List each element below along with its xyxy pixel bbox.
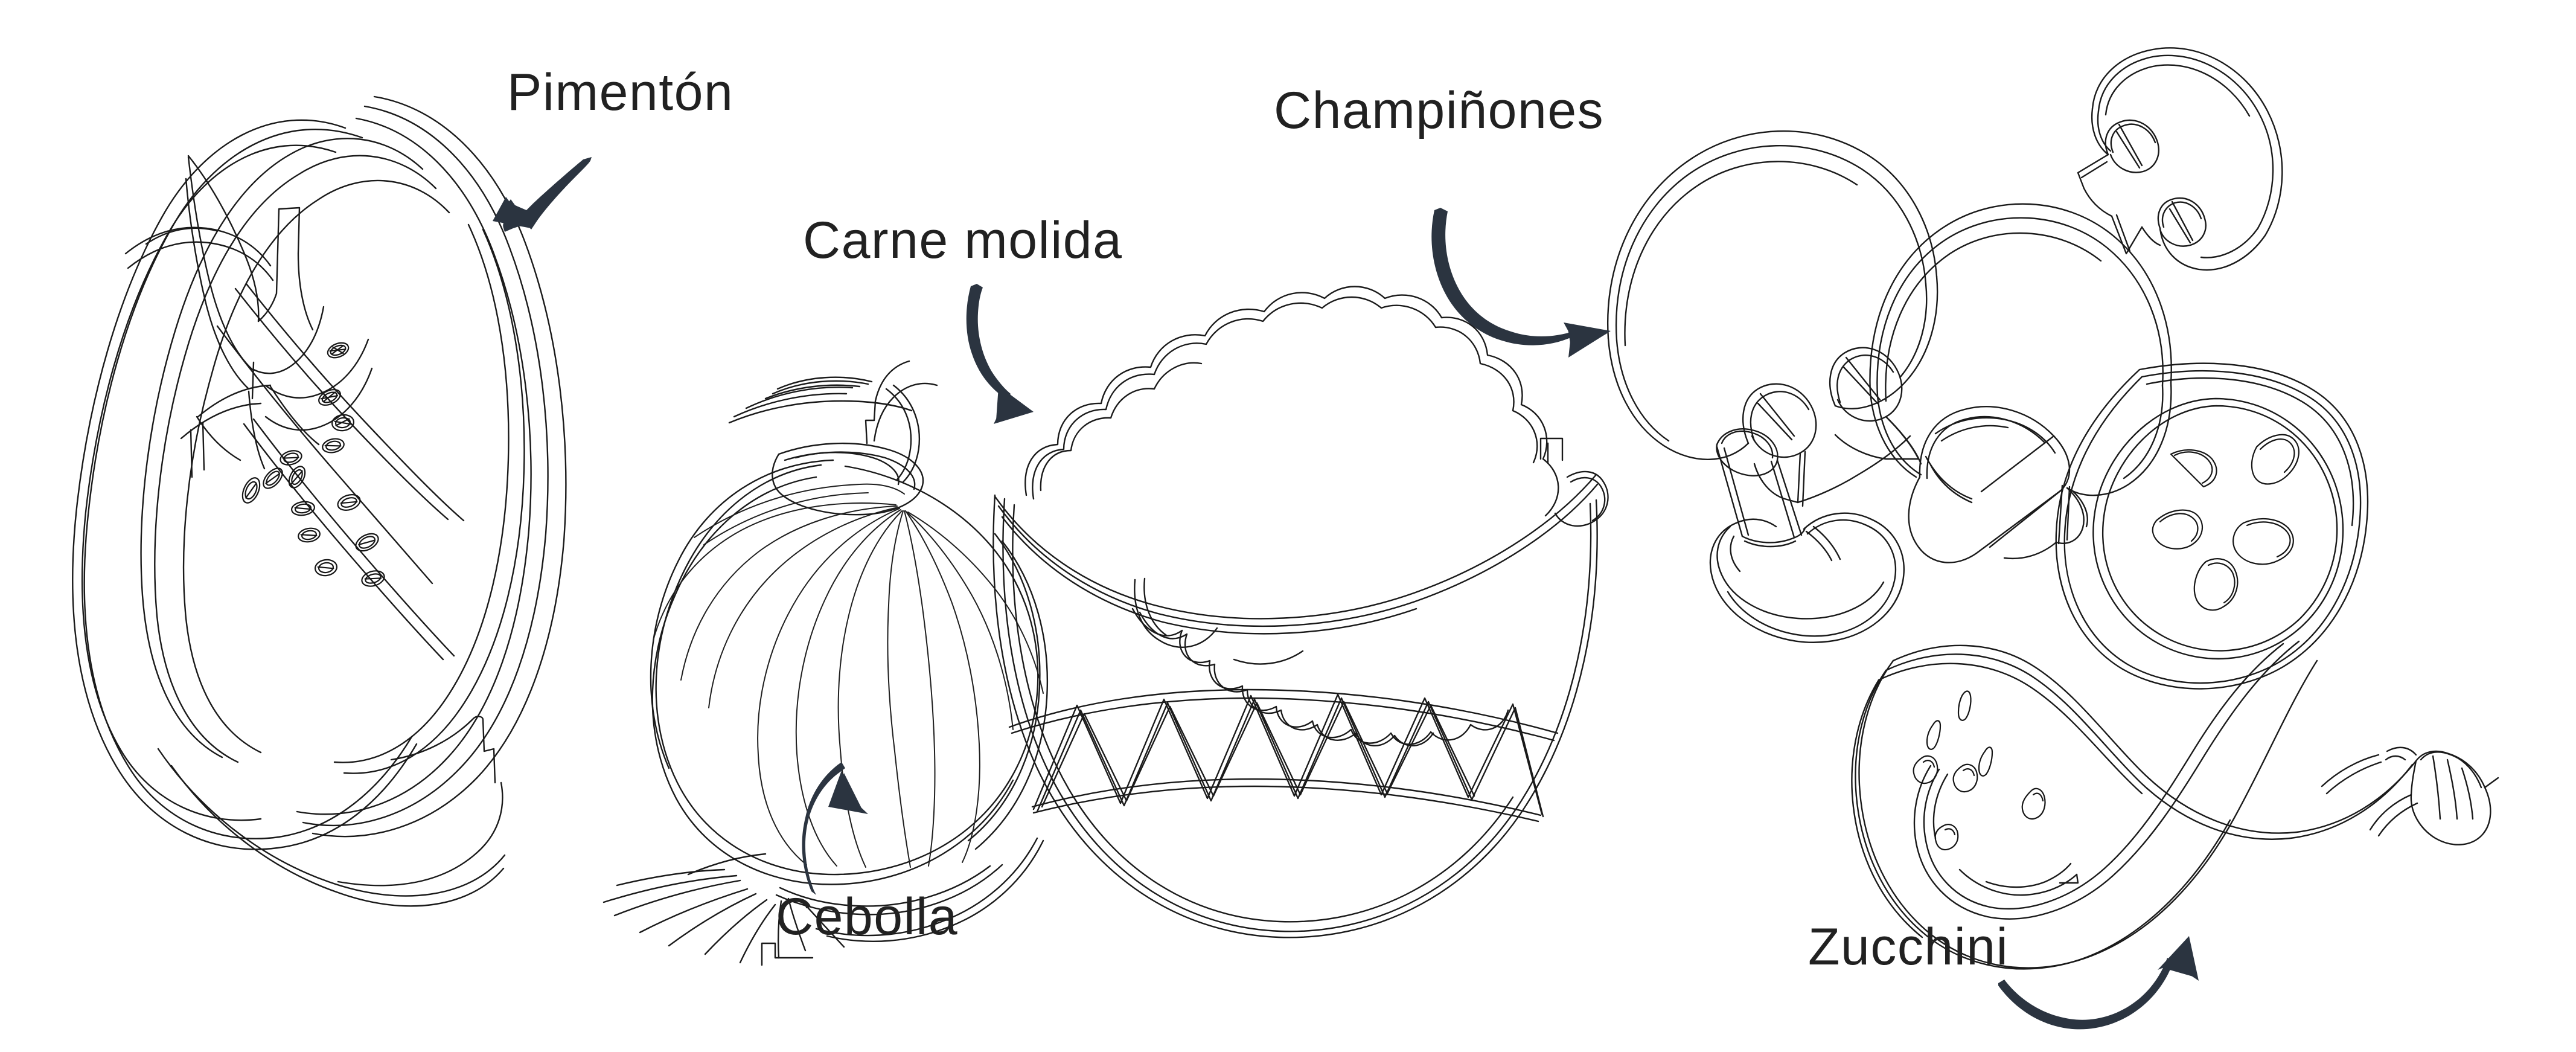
mushroom-half-right (2077, 47, 2283, 271)
mushroom-whole-centre (1869, 203, 2172, 563)
arrow-carne (966, 284, 1034, 424)
mushroom-half-left (1607, 130, 1938, 507)
mushroom-cluster (1607, 47, 2283, 643)
arrow-pimenton (493, 157, 592, 232)
label-champinones: Champiñones (1274, 82, 1605, 140)
label-zucchini: Zucchini (1808, 918, 2009, 976)
label-cebolla: Cebolla (776, 888, 959, 946)
onion-illustration (602, 360, 1048, 966)
label-pimenton: Pimentón (507, 63, 734, 121)
bell-pepper-cross-section (72, 95, 567, 907)
mushroom-piece-small (1709, 428, 1905, 643)
zucchini-whole (1851, 640, 2499, 970)
zucchini-skin-seeds (1913, 690, 2046, 851)
callout-arrows (493, 157, 2199, 1030)
zucchini-slice-seeds (2152, 434, 2300, 611)
zucchini-slice (2055, 362, 2369, 690)
arrow-zucchini (1998, 936, 2199, 1030)
arrow-cebolla (802, 762, 868, 895)
label-carne-molida: Carne molida (803, 211, 1123, 269)
pepper-seeds (241, 342, 385, 587)
bowl-of-ground-meat (992, 286, 1609, 938)
arrow-champinones (1431, 208, 1611, 358)
